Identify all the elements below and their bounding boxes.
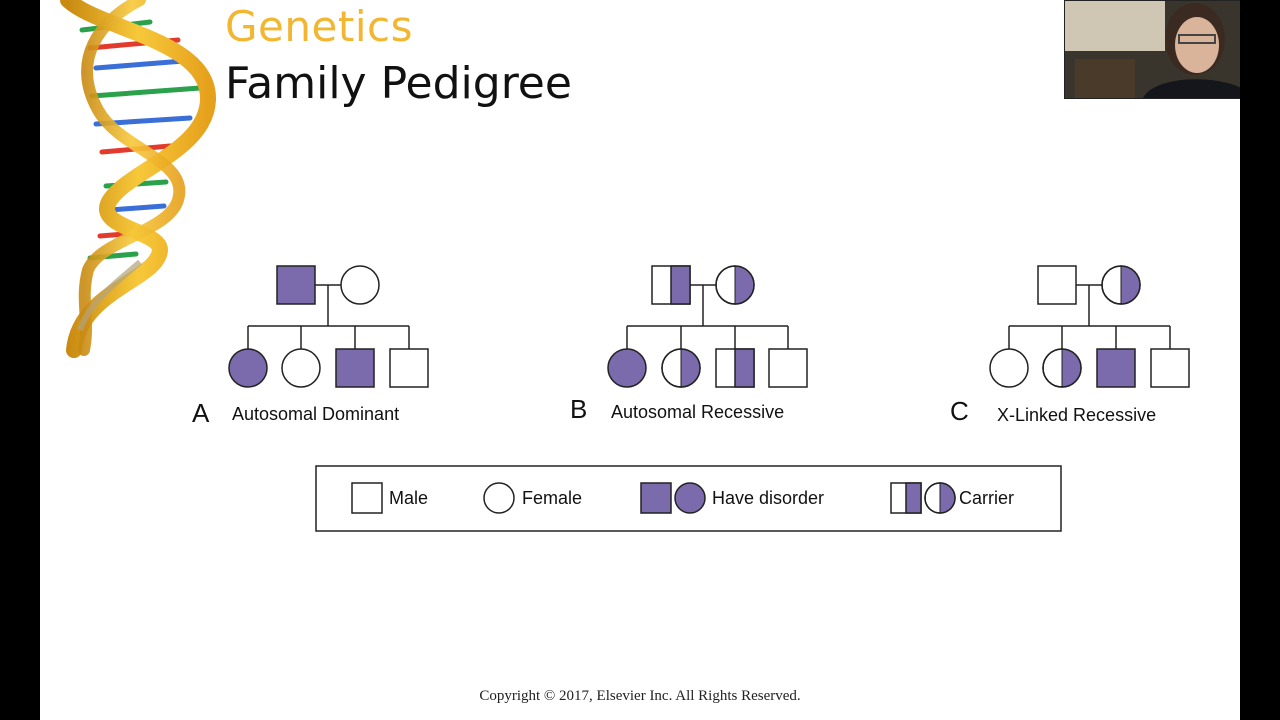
child-symbol xyxy=(769,349,807,387)
child-symbol xyxy=(390,349,428,387)
legend-female-symbol xyxy=(484,483,514,513)
pedigree-caption: Autosomal Dominant xyxy=(232,404,399,424)
mother-symbol xyxy=(716,266,754,304)
legend-male-symbol xyxy=(891,483,921,513)
mother-symbol xyxy=(1102,266,1140,304)
father-symbol xyxy=(277,266,315,304)
pedigree-a: A Autosomal Dominant xyxy=(192,266,428,428)
pedigree-caption: Autosomal Recessive xyxy=(611,402,784,422)
pedigree-letter: B xyxy=(570,394,587,424)
child-symbol xyxy=(662,349,700,387)
child-symbol xyxy=(336,349,374,387)
father-symbol xyxy=(1038,266,1076,304)
pedigree-letter: C xyxy=(950,396,969,426)
legend-male-symbol xyxy=(352,483,382,513)
pedigree-caption: X-Linked Recessive xyxy=(997,405,1156,425)
pedigree-c: C X-Linked Recessive xyxy=(950,266,1189,426)
legend-box: Male Female Have disorder Carrier xyxy=(316,466,1061,531)
mother-symbol xyxy=(341,266,379,304)
legend-label: Female xyxy=(522,488,582,508)
child-symbol xyxy=(1097,349,1135,387)
legend-label: Have disorder xyxy=(712,488,824,508)
child-symbol xyxy=(1043,349,1081,387)
pedigree-b: B Autosomal Recessive xyxy=(570,266,807,424)
child-symbol xyxy=(990,349,1028,387)
legend-label: Male xyxy=(389,488,428,508)
child-symbol xyxy=(608,349,646,387)
father-symbol xyxy=(652,266,690,304)
legend-female-symbol xyxy=(675,483,705,513)
legend-male-symbol xyxy=(641,483,671,513)
legend-label: Carrier xyxy=(959,488,1014,508)
pedigree-letter: A xyxy=(192,398,210,428)
child-symbol xyxy=(1151,349,1189,387)
legend-female-symbol xyxy=(925,483,955,513)
child-symbol xyxy=(282,349,320,387)
child-symbol xyxy=(716,349,754,387)
child-symbol xyxy=(229,349,267,387)
